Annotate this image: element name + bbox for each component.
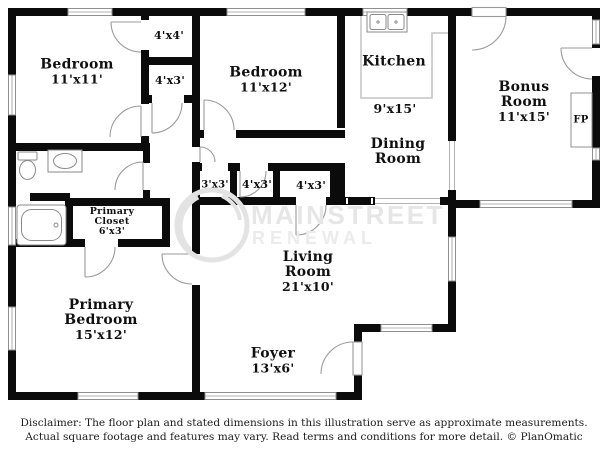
door-hall-closet-b [239, 170, 267, 198]
label-foyer: Foyer 13'x6' [250, 345, 296, 376]
door-bonus-right [560, 47, 593, 80]
label-kitchen-dims: 9'x15' [373, 101, 417, 116]
front-door [320, 341, 363, 376]
door-bedroom1 [109, 105, 142, 138]
watermark-logo [174, 187, 250, 263]
disclaimer-line2: Actual square footage and features may v… [25, 431, 583, 443]
label-hall-closet-4x3-left: 4'x3' [241, 178, 273, 191]
label-closet-4x3-upper: 4'x3' [154, 74, 186, 87]
label-living-room: Living Room 21'x10' [282, 249, 334, 294]
label-bedroom2: Bedroom 11'x12' [229, 64, 303, 95]
label-hall-closet-4x3-right: 4'x3' [295, 179, 327, 192]
door-hall-closet-c [295, 204, 327, 236]
door-bonus-top [471, 6, 507, 51]
label-fireplace: FP [573, 114, 589, 126]
label-primary-closet: Primary Closet 6'x3' [89, 206, 135, 237]
toilet-icon [17, 151, 38, 180]
door-primary-bedroom [161, 253, 193, 285]
door-closet-4x4 [110, 21, 142, 53]
fireplace-box [570, 92, 593, 148]
door-swings [84, 6, 593, 376]
door-jambs [346, 198, 373, 204]
door-hall-corridor [199, 146, 216, 163]
label-primary-bedroom: Primary Bedroom 15'x12' [64, 297, 138, 342]
label-kitchen: Kitchen [362, 53, 426, 70]
label-bedroom1: Bedroom 11'x11' [40, 56, 114, 87]
kitchen-counter [360, 16, 448, 99]
cased-openings [375, 141, 456, 205]
label-hall-closet-3x3: 3'x3' [201, 179, 229, 191]
fixtures [16, 11, 593, 246]
door-bathroom [114, 161, 144, 191]
disclaimer-line1: Disclaimer: The floor plan and stated di… [20, 417, 588, 429]
kitchen-sink-icon [366, 11, 408, 33]
bathtub-icon [16, 204, 67, 246]
door-bedroom2 [203, 99, 235, 131]
label-closet-4x4: 4'x4' [153, 29, 185, 42]
door-primary-closet [84, 246, 116, 278]
label-bonus-room: Bonus Room 11'x15' [498, 79, 550, 124]
bathroom-sink-icon [47, 149, 83, 173]
door-closet-4x3-upper [151, 102, 183, 134]
label-dining-room: Dining Room [370, 136, 426, 167]
